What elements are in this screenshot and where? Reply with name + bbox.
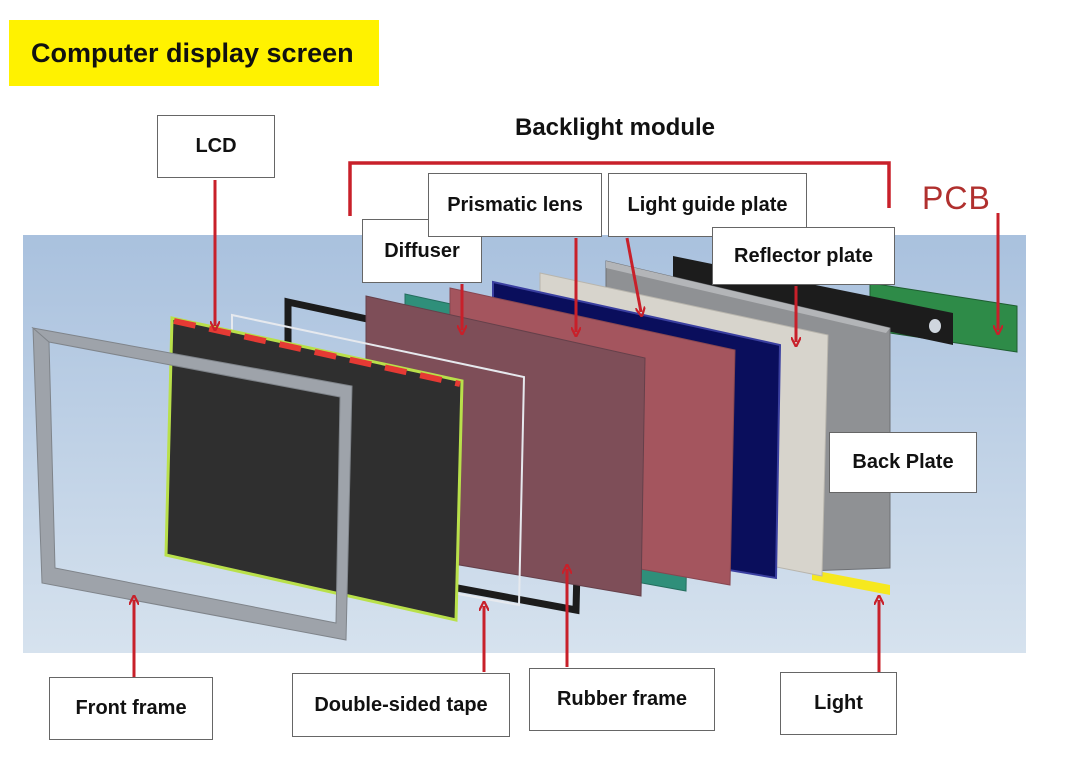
light-guide-plate-arrow [625, 237, 641, 312]
label-light-guide-plate: Light guide plate [608, 173, 807, 237]
label-light: Light [780, 672, 897, 735]
light-strip [812, 570, 890, 595]
label-lcd: LCD [157, 115, 275, 178]
label-rubber-frame: Rubber frame [529, 668, 715, 731]
front-frame [31, 326, 353, 641]
label-reflector-plate: Reflector plate [712, 227, 895, 285]
pcb-label: PCB [922, 180, 991, 216]
lcd-panel [164, 316, 464, 622]
label-prismatic-lens: Prismatic lens [428, 173, 602, 237]
title-banner: Computer display screen [9, 20, 379, 86]
label-front-frame: Front frame [49, 677, 213, 740]
backlight-module-label: Backlight module [514, 114, 716, 141]
label-back-plate: Back Plate [829, 432, 977, 493]
label-double-sided-tape: Double-sided tape [292, 673, 510, 737]
backlight-bracket [348, 161, 891, 216]
